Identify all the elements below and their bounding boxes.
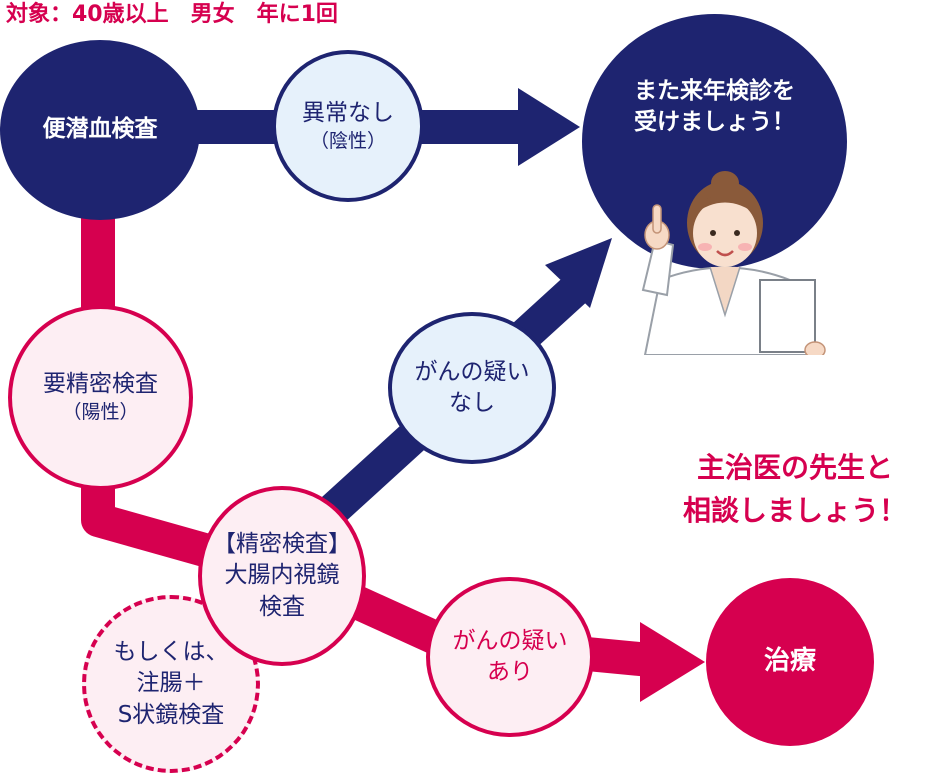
cancer-suspected-line1: がんの疑い: [452, 627, 568, 654]
colonoscopy-label: 大腸内視鏡: [224, 562, 340, 589]
treatment-label: 治療: [763, 646, 816, 677]
cancer-suspected-line2: あり: [487, 659, 533, 685]
no-abnormality-node: 異常なし （陰性）: [272, 50, 424, 202]
exam-label: 検査: [259, 593, 305, 620]
fecal-test-node: 便潜血検査: [0, 40, 200, 220]
positive-label: （陽性）: [62, 401, 139, 424]
cancer-arrow-head: [640, 622, 705, 702]
alternative-line2: 注腸＋: [136, 670, 206, 697]
alternative-line1: もしくは、: [113, 639, 229, 666]
consult-message: 主治医の先生と 相談しましょう！: [665, 446, 925, 533]
fecal-test-label: 便潜血検査: [42, 116, 158, 143]
treatment-node: 治療: [706, 578, 874, 746]
consult-line2: 相談しましょう！: [682, 494, 907, 528]
doctor-icon: [641, 171, 826, 355]
detailed-exam-node: 【精密検査】 大腸内視鏡 検査: [198, 486, 366, 666]
no-cancer-line2: なし: [449, 390, 495, 416]
next-year-line1: また来年検診を: [634, 78, 795, 104]
no-abnormality-label: 異常なし: [302, 99, 394, 126]
next-year-line2: 受けましょう！: [634, 109, 795, 136]
cancer-suspected-node: がんの疑い あり: [426, 577, 594, 737]
target-label: 対象：40歳以上 男女 年に1回: [6, 2, 338, 27]
detailed-required-label: 要精密検査: [43, 371, 158, 398]
consult-line1: 主治医の先生と: [696, 451, 893, 484]
negative-arrow-head: [518, 88, 580, 166]
negative-label: （陰性）: [309, 129, 386, 152]
no-cancer-line1: がんの疑い: [414, 358, 530, 385]
no-cancer-node: がんの疑い なし: [388, 312, 556, 464]
no-cancer-arrow-head: [545, 238, 612, 308]
detailed-exam-title: 【精密検査】: [213, 531, 351, 558]
detailed-required-node: 要精密検査 （陽性）: [8, 305, 193, 490]
alternative-line3: S状鏡検査: [117, 701, 225, 728]
